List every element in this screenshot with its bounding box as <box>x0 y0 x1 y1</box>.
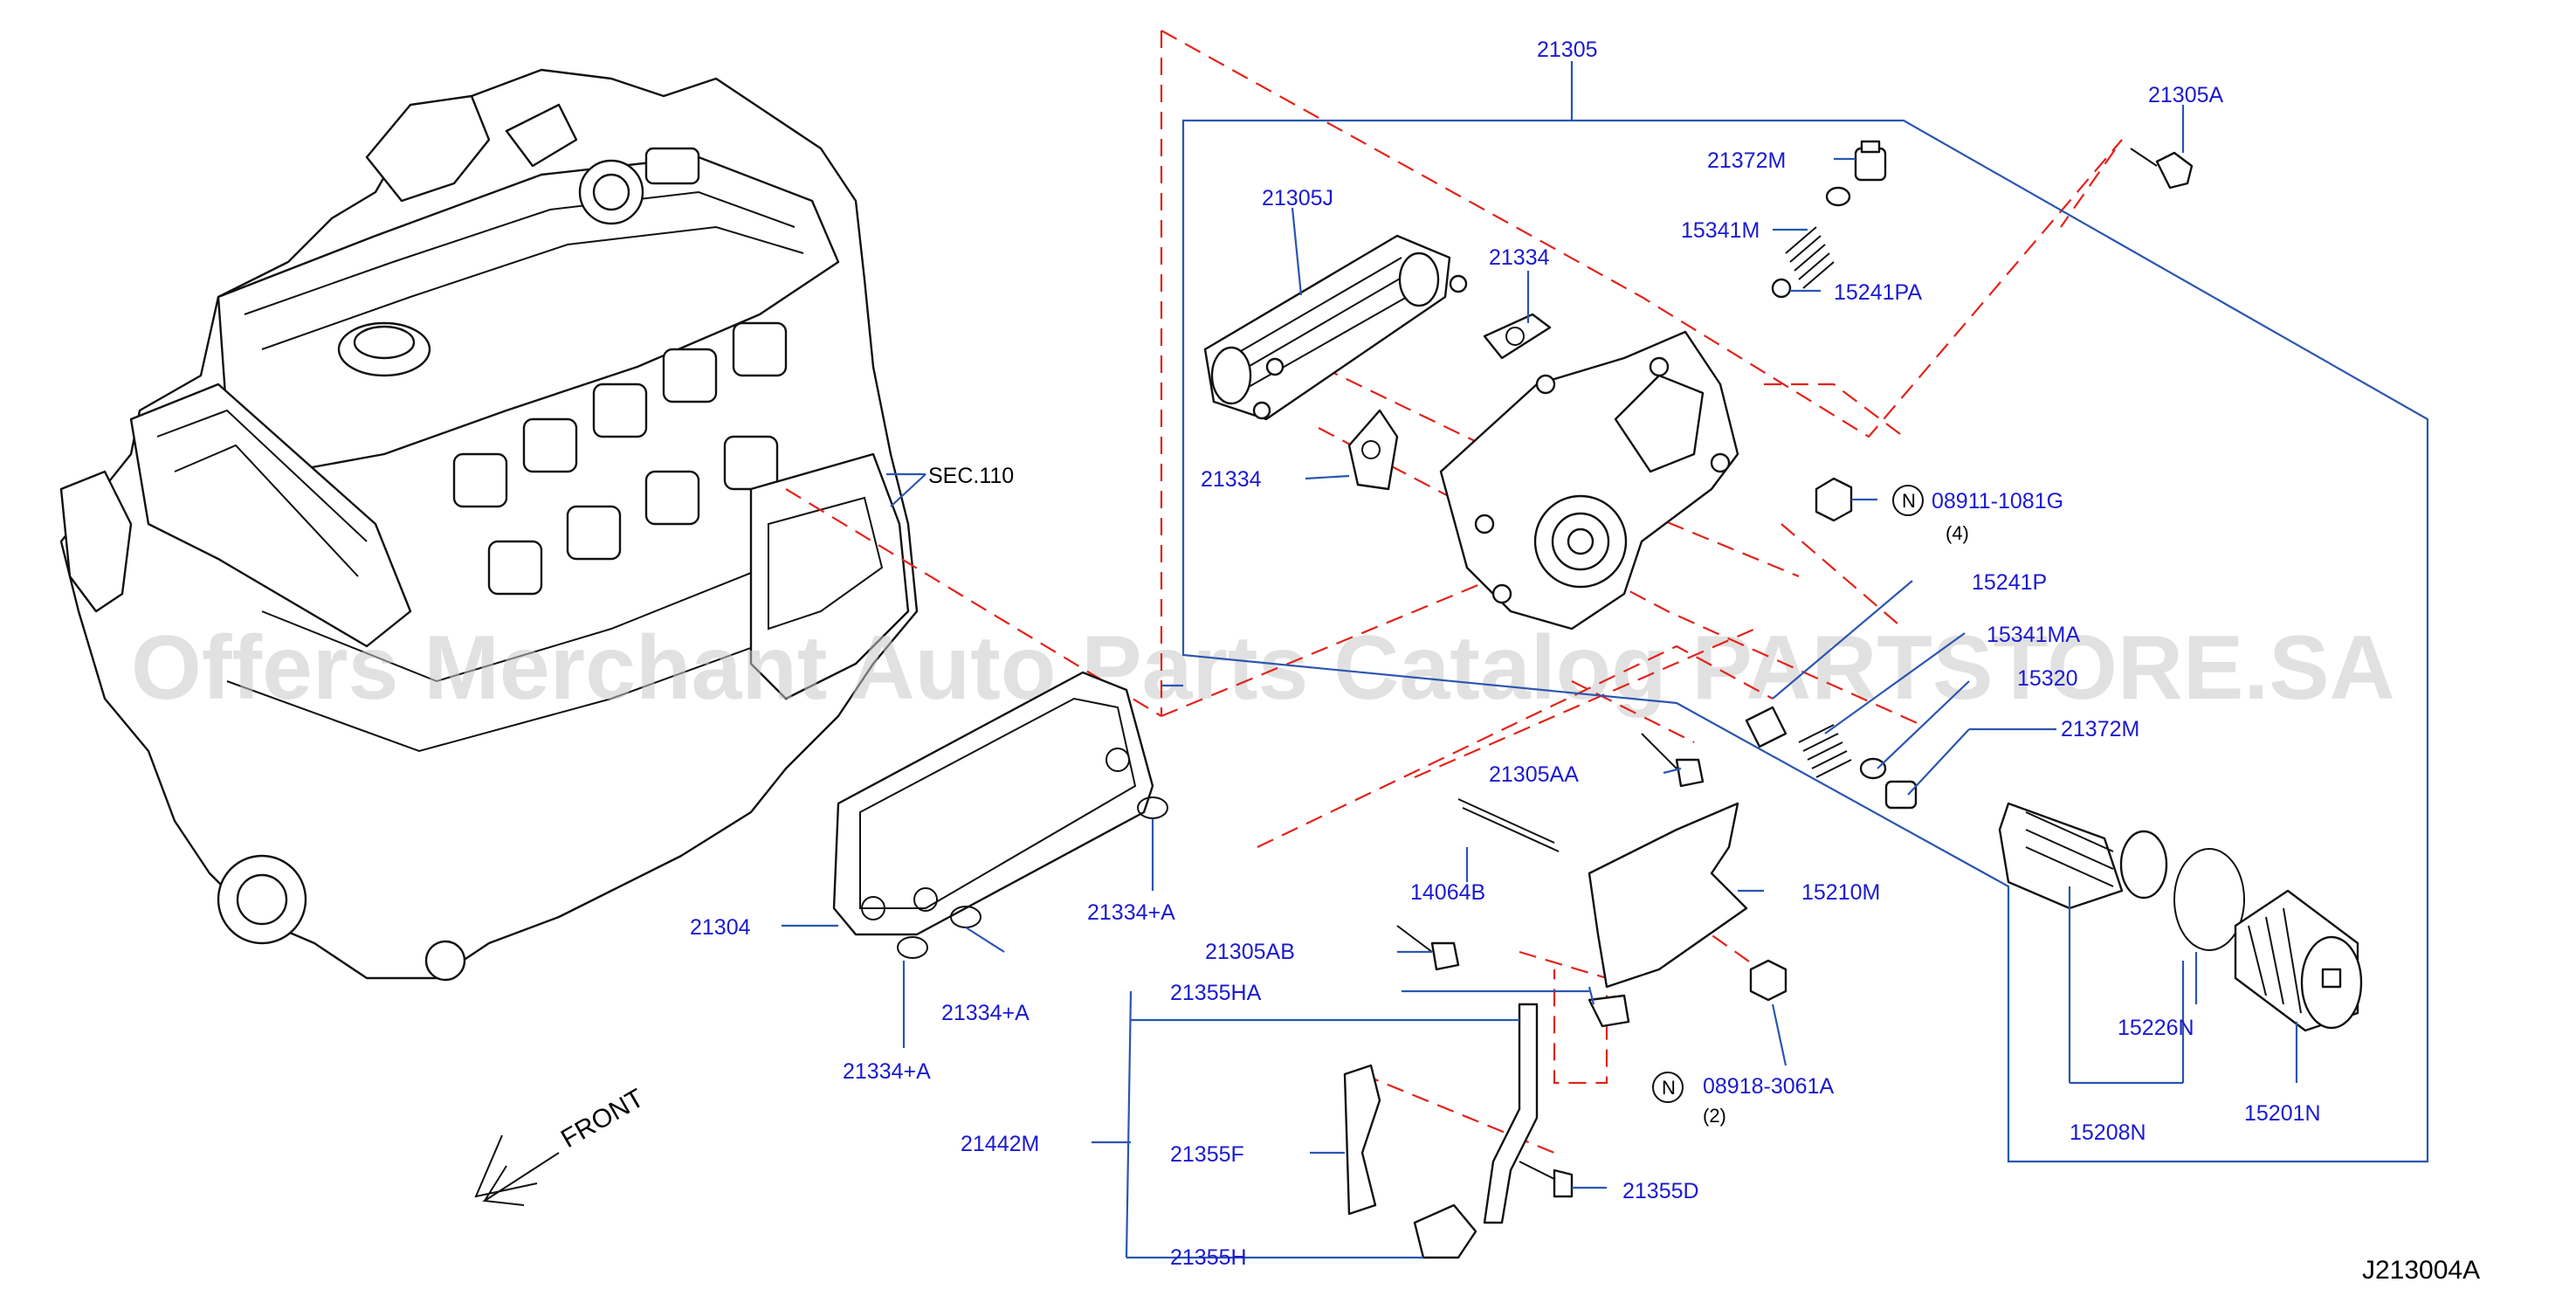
label-sec-110: SEC.110 <box>928 464 1014 488</box>
label-21334-lower: 21334 <box>1201 467 1262 492</box>
label-21355F: 21355F <box>1170 1142 1244 1167</box>
label-15210M: 15210M <box>1801 880 1880 905</box>
label-21305A: 21305A <box>2148 83 2224 107</box>
label-21334A-1: 21334+A <box>843 1059 931 1084</box>
label-14064B: 14064B <box>1410 880 1485 905</box>
label-15201N: 15201N <box>2244 1101 2321 1126</box>
o-ring-15226N <box>2173 848 2245 951</box>
label-15241P: 15241P <box>1972 570 2047 595</box>
label-21334A-3: 21334+A <box>1087 900 1175 925</box>
label-15226N: 15226N <box>2118 1016 2194 1040</box>
label-21355H: 21355H <box>1170 1245 1247 1270</box>
svg-text:N: N <box>1662 1077 1676 1099</box>
bolt-21355D <box>1519 1161 1574 1198</box>
label-21305AA: 21305AA <box>1489 762 1579 787</box>
label-15341M: 15341M <box>1681 218 1760 243</box>
stud-14064B <box>1457 798 1560 852</box>
label-15208N: 15208N <box>2070 1120 2146 1145</box>
o-ring-21334A-2 <box>950 906 981 928</box>
label-15320: 15320 <box>2017 666 2078 691</box>
filter-cap-15201N <box>2234 889 2363 1032</box>
oil-filter-housing <box>1439 330 1739 631</box>
label-08918-3061A: 08918-3061A <box>1703 1074 1834 1099</box>
label-15341MA: 15341MA <box>1987 623 2080 647</box>
gasket-21334-lower <box>1347 409 1399 491</box>
watermark-text: Offers Merchant Auto Parts Catalog PARTS… <box>131 617 2395 719</box>
gasket-21304 <box>832 671 1154 936</box>
nut-08918 <box>1749 959 1787 1002</box>
valve-ball-15241PA <box>1771 278 1792 299</box>
o-ring-21334A-1 <box>897 936 928 959</box>
leader-lines <box>782 105 2298 1259</box>
svg-text:N: N <box>1902 490 1916 512</box>
gasket-21334-upper <box>1483 313 1552 360</box>
label-21304: 21304 <box>690 915 751 940</box>
bolt-21305A <box>2130 148 2194 190</box>
front-label: FRONT <box>556 1084 649 1154</box>
label-21305AB: 21305AB <box>1205 940 1295 964</box>
valve-15241P <box>1745 706 1787 748</box>
oil-cooler-core <box>1203 234 1468 421</box>
label-08911-1081G: 08911-1081G <box>1932 489 2063 514</box>
front-direction-indicator: FRONT <box>474 1084 649 1206</box>
clamp-21355H <box>1413 1203 1477 1259</box>
nut-symbol-08918: N <box>1652 1072 1684 1103</box>
label-21334A-2: 21334+A <box>941 1001 1030 1025</box>
assembly-dashed-lines <box>785 30 2123 1155</box>
clamp-21355HA <box>1588 994 1630 1028</box>
washer-15341M <box>1825 186 1851 207</box>
bracket-15210M <box>1588 802 1748 989</box>
engine-assembly-illustration <box>59 68 919 982</box>
part-labels: 21305 21305A 21372M 15341M 15241PA 21305… <box>690 38 2321 1270</box>
label-15241PA: 15241PA <box>1834 280 1922 305</box>
label-21305: 21305 <box>1537 38 1598 62</box>
bolt-21305AB <box>1396 925 1460 971</box>
diagram-code: J213004A <box>2362 1256 2480 1285</box>
spring-15341M <box>1785 226 1835 289</box>
label-21305J: 21305J <box>1262 186 1333 210</box>
plug-21372M-top <box>1854 140 1887 182</box>
label-21372M-top: 21372M <box>1707 148 1786 173</box>
spring-15341MA <box>1798 724 1852 778</box>
assembly-boundary-21305 <box>1181 119 2429 1163</box>
label-21334-upper: 21334 <box>1489 245 1550 270</box>
oil-filter-element-15208N <box>1998 802 2168 910</box>
label-21355HA: 21355HA <box>1170 981 1262 1005</box>
label-21442M: 21442M <box>961 1132 1039 1156</box>
label-21372M-right: 21372M <box>2061 717 2139 741</box>
hose-21442M <box>1483 1003 1539 1224</box>
plug-21372M-right <box>1884 780 1918 810</box>
label-08918-qty: (2) <box>1703 1105 1726 1127</box>
label-08911-qty: (4) <box>1946 522 1969 544</box>
nut-08911 <box>1815 477 1853 522</box>
label-21355D: 21355D <box>1622 1179 1699 1203</box>
bracket-21355F <box>1343 1064 1381 1216</box>
washer-15320 <box>1859 757 1887 780</box>
o-ring-21334A-3 <box>1137 796 1168 819</box>
bolt-21305AA <box>1641 733 1705 788</box>
nut-symbol-08911: N <box>1892 485 1924 516</box>
